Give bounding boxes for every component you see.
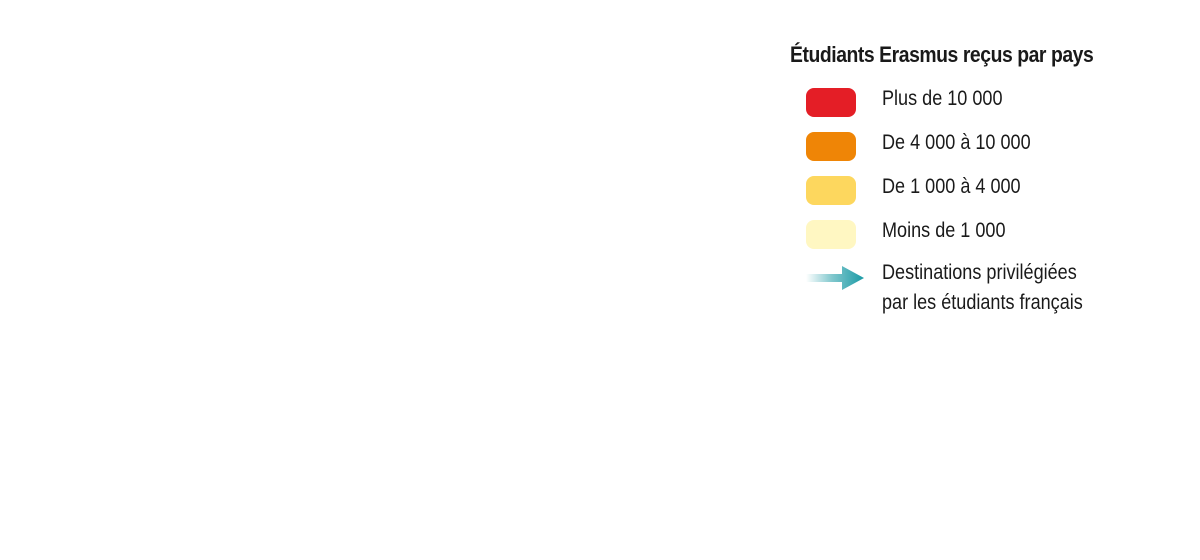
legend-swatch [806,132,856,161]
legend-swatch [806,176,856,205]
legend-title: Étudiants Erasmus reçus par pays [790,42,1094,67]
legend-arrow-label-line1: Destinations privilégiées [882,261,1077,284]
teal-arrow-icon [806,266,864,290]
legend-swatch [806,88,856,117]
legend-item-4000-10000: De 4 000 à 10 000 [790,124,1150,168]
legend-item-label: Moins de 1 000 [882,219,1006,242]
legend-item-preferred-destinations: Destinations privilégiées par les étudia… [790,256,1150,320]
legend-arrow-label-line2: par les étudiants français [882,291,1083,314]
map-legend: Étudiants Erasmus reçus par pays Plus de… [790,40,1150,320]
legend-arrow-label: Destinations privilégiées par les étudia… [882,258,1083,318]
legend-item-label: De 1 000 à 4 000 [882,175,1021,198]
legend-item-under-1000: Moins de 1 000 [790,212,1150,256]
legend-item-label: Plus de 10 000 [882,87,1003,110]
legend-swatch [806,220,856,249]
legend-item-1000-4000: De 1 000 à 4 000 [790,168,1150,212]
legend-item-label: De 4 000 à 10 000 [882,131,1031,154]
legend-item-over-10000: Plus de 10 000 [790,80,1150,124]
